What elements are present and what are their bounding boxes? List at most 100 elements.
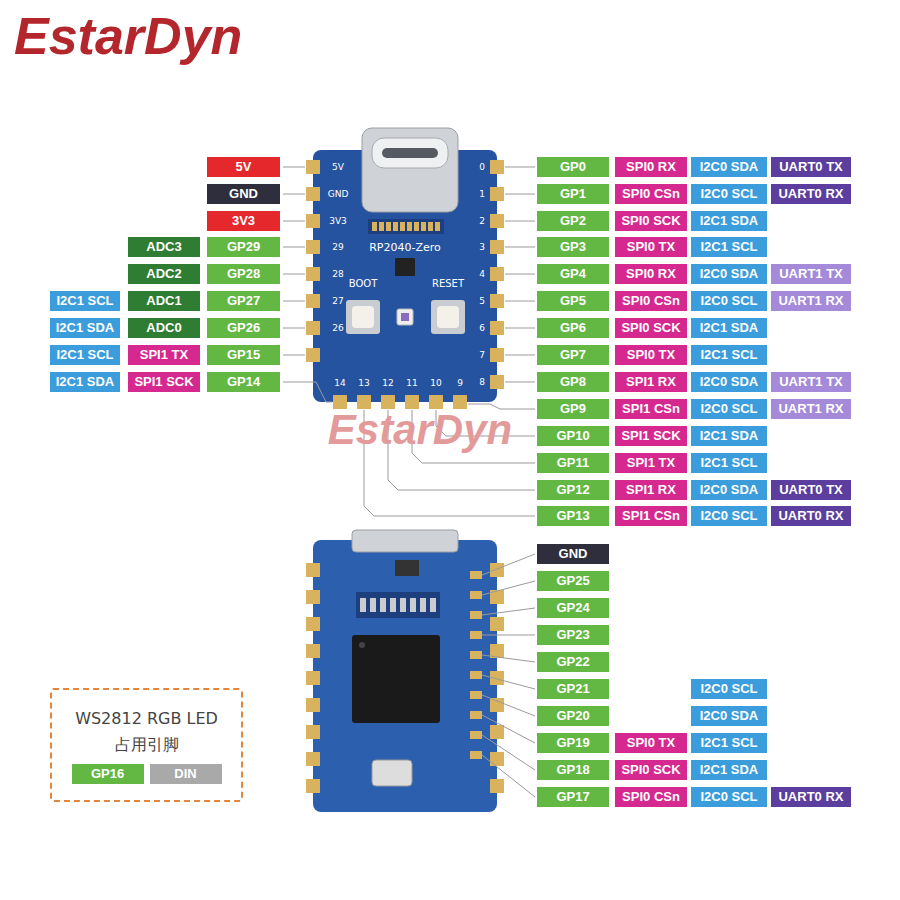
reset-button-cap	[437, 306, 459, 328]
gpio-pin-tag: GP10	[537, 426, 609, 446]
gpio-pin-tag: GP5	[537, 291, 609, 311]
spi-function-tag: SPI0 TX	[615, 345, 687, 365]
silkscreen-label: 26	[332, 324, 343, 333]
usb-c-tongue	[382, 148, 438, 158]
adc-function-tag: ADC3	[128, 237, 200, 257]
note-text: WS2812 RGB LED 占用引脚	[67, 706, 227, 758]
gpio-pin-tag: GP27	[207, 291, 280, 311]
gpio-pin-tag: GP8	[537, 372, 609, 392]
silkscreen-label: 13	[358, 379, 369, 388]
gpio-pin-tag: GP7	[537, 345, 609, 365]
adc-function-tag: ADC0	[128, 318, 200, 338]
silkscreen-label: 9	[457, 379, 463, 388]
i2c-function-tag: I2C1 SDA	[691, 318, 767, 338]
uart0-function-tag: UART0 RX	[771, 184, 851, 204]
silkscreen-label: 6	[479, 324, 485, 333]
leader-lines	[283, 167, 535, 797]
silkscreen-label: 12	[382, 379, 393, 388]
gpio-pin-tag: GP28	[207, 264, 280, 284]
boot-button	[346, 300, 380, 334]
gpio-pin-tag: GP16	[72, 764, 144, 784]
silkscreen-label: 5V	[332, 163, 344, 172]
spi-function-tag: SPI0 SCK	[615, 318, 687, 338]
gpio-pin-tag: GP15	[207, 345, 280, 365]
connector-pads	[372, 222, 440, 231]
usb-c-connector	[362, 128, 458, 212]
silkscreen-label: 8	[479, 378, 485, 387]
spi-function-tag: SPI0 CSn	[615, 291, 687, 311]
gpio-pin-tag: GP21	[537, 679, 609, 699]
i2c-function-tag: I2C0 SCL	[691, 399, 767, 419]
brand-title: EstarDyn	[14, 6, 242, 66]
silkscreen-label: 10	[430, 379, 441, 388]
spi-function-tag: SPI0 CSn	[615, 787, 687, 807]
i2c-function-tag: I2C1 SCL	[50, 345, 120, 365]
gpio-pin-tag: GP29	[207, 237, 280, 257]
i2c-function-tag: I2C0 SCL	[691, 787, 767, 807]
silkscreen-label: 7	[479, 351, 485, 360]
note-box: WS2812 RGB LED 占用引脚 GP16DIN	[50, 688, 243, 802]
i2c-function-tag: I2C1 SCL	[691, 345, 767, 365]
spi-function-tag: SPI1 RX	[615, 372, 687, 392]
uart0-function-tag: UART0 TX	[771, 157, 851, 177]
gpio-pin-tag: GP25	[537, 571, 609, 591]
uart0-function-tag: UART0 RX	[771, 787, 851, 807]
spi-function-tag: SPI1 TX	[615, 453, 687, 473]
i2c-function-tag: I2C1 SCL	[691, 733, 767, 753]
pin-tag-row: GP16DIN	[72, 764, 222, 784]
silkscreen-label: GND	[328, 190, 349, 199]
gpio-pin-tag: GP3	[537, 237, 609, 257]
silkscreen-label: BOOT	[349, 279, 378, 289]
gpio-pin-tag: GP12	[537, 480, 609, 500]
boot-button-cap	[352, 306, 374, 328]
silkscreen-label: 3V3	[329, 217, 347, 226]
adc-function-tag: ADC1	[128, 291, 200, 311]
back-pads	[470, 571, 482, 759]
spi-function-tag: SPI0 TX	[615, 237, 687, 257]
usb-c-opening	[372, 138, 448, 168]
silkscreen-label: 11	[406, 379, 417, 388]
adc-function-tag: ADC2	[128, 264, 200, 284]
silkscreen-label: RP2040-Zero	[369, 242, 441, 253]
silkscreen-label: 14	[334, 379, 345, 388]
power-pin-tag: 3V3	[207, 211, 280, 231]
i2c-function-tag: I2C0 SDA	[691, 157, 767, 177]
usb-c-connector	[352, 530, 458, 552]
i2c-function-tag: I2C0 SCL	[691, 184, 767, 204]
reset-button	[431, 300, 465, 334]
gpio-pin-tag: GP20	[537, 706, 609, 726]
i2c-function-tag: I2C0 SDA	[691, 372, 767, 392]
rgb-led-die	[401, 313, 409, 321]
gpio-pin-tag: GP0	[537, 157, 609, 177]
spi-function-tag: SPI1 SCK	[615, 426, 687, 446]
spi-function-tag: SPI0 SCK	[615, 760, 687, 780]
rp2040-chip	[352, 635, 440, 723]
gpio-pin-tag: GP19	[537, 733, 609, 753]
spi-function-tag: SPI1 RX	[615, 480, 687, 500]
uart0-function-tag: UART0 TX	[771, 480, 851, 500]
gpio-pin-tag: GP22	[537, 652, 609, 672]
passive-components	[360, 598, 436, 612]
i2c-function-tag: I2C1 SDA	[691, 211, 767, 231]
power-pin-tag: 5V	[207, 157, 280, 177]
gpio-pin-tag: GP2	[537, 211, 609, 231]
uart1-function-tag: UART1 RX	[771, 399, 851, 419]
regulator-chip	[395, 258, 415, 276]
gpio-pin-tag: GP17	[537, 787, 609, 807]
silkscreen-label: 4	[479, 270, 485, 279]
watermark: EstarDyn	[328, 409, 512, 451]
connector-pad-strip	[368, 219, 444, 234]
spi-function-tag: SPI1 CSn	[615, 506, 687, 526]
silkscreen-label: 2	[479, 217, 485, 226]
silkscreen-label: 5	[479, 297, 485, 306]
regulator-chip	[395, 560, 419, 576]
pin1-dot	[359, 642, 365, 648]
gpio-pin-tag: GP1	[537, 184, 609, 204]
gpio-pin-tag: GP14	[207, 372, 280, 392]
i2c-function-tag: I2C0 SCL	[691, 679, 767, 699]
i2c-function-tag: I2C1 SDA	[691, 760, 767, 780]
uart1-function-tag: UART1 TX	[771, 372, 851, 392]
i2c-function-tag: I2C1 SCL	[691, 453, 767, 473]
spi-function-tag: SPI1 TX	[128, 345, 200, 365]
spi-function-tag: SPI1 SCK	[128, 372, 200, 392]
